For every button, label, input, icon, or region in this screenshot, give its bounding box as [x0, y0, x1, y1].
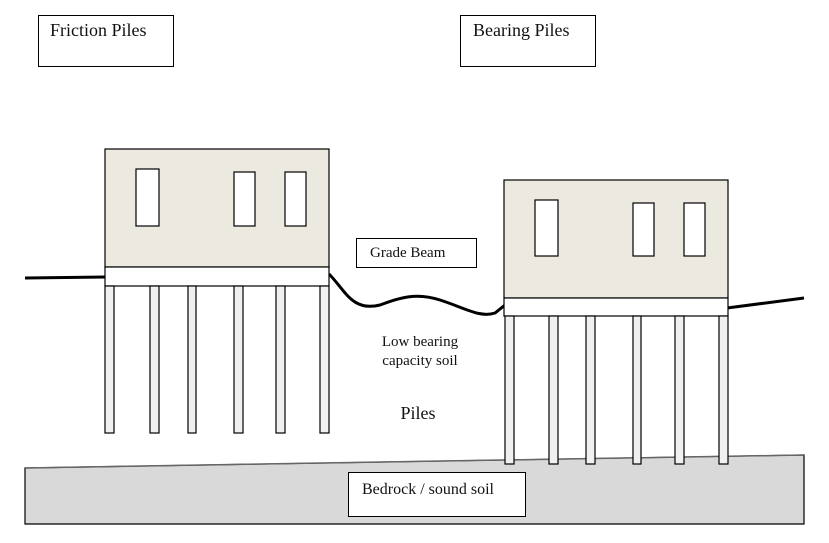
grade-beam-label-box — [356, 238, 477, 268]
friction-pile — [149, 285, 160, 434]
ground-line-middle — [327, 272, 506, 316]
bearing-pile — [504, 315, 515, 465]
bearing-pile — [718, 315, 729, 465]
friction-piles — [104, 285, 330, 434]
ground-line-left — [24, 275, 107, 280]
bearing-pile — [674, 315, 685, 465]
bearing-window — [632, 202, 655, 257]
bearing-piles — [504, 315, 729, 465]
bearing-pile — [548, 315, 559, 465]
friction-pile — [233, 285, 244, 434]
friction-pile — [104, 285, 115, 434]
friction-pile — [187, 285, 197, 434]
bearing-piles-title-box — [460, 15, 596, 67]
friction-pile — [275, 285, 286, 434]
bedrock-label-box — [348, 472, 526, 517]
friction-piles-title-box — [38, 15, 174, 67]
bearing-window — [683, 202, 706, 257]
bearing-pile — [632, 315, 642, 465]
friction-window — [233, 171, 256, 227]
soil-label-line1: Low bearing — [381, 334, 459, 350]
friction-piles-title: Friction Piles — [50, 20, 147, 40]
piles-label: Piles — [400, 403, 436, 423]
bearing-pile — [585, 315, 596, 465]
bedrock-label: Bedrock / sound soil — [362, 481, 494, 498]
friction-pile — [319, 285, 330, 434]
friction-window — [284, 171, 307, 227]
soil-label-line2: capacity soil — [382, 353, 458, 369]
friction-grade-beam — [104, 266, 330, 287]
grade-beam-label: Grade Beam — [370, 245, 446, 261]
friction-window — [135, 168, 160, 227]
bedrock-top-edge — [24, 454, 805, 469]
bearing-piles-title: Bearing Piles — [473, 20, 570, 40]
ground-line-right — [726, 296, 805, 310]
bearing-window — [534, 199, 559, 257]
bearing-grade-beam — [503, 297, 729, 317]
